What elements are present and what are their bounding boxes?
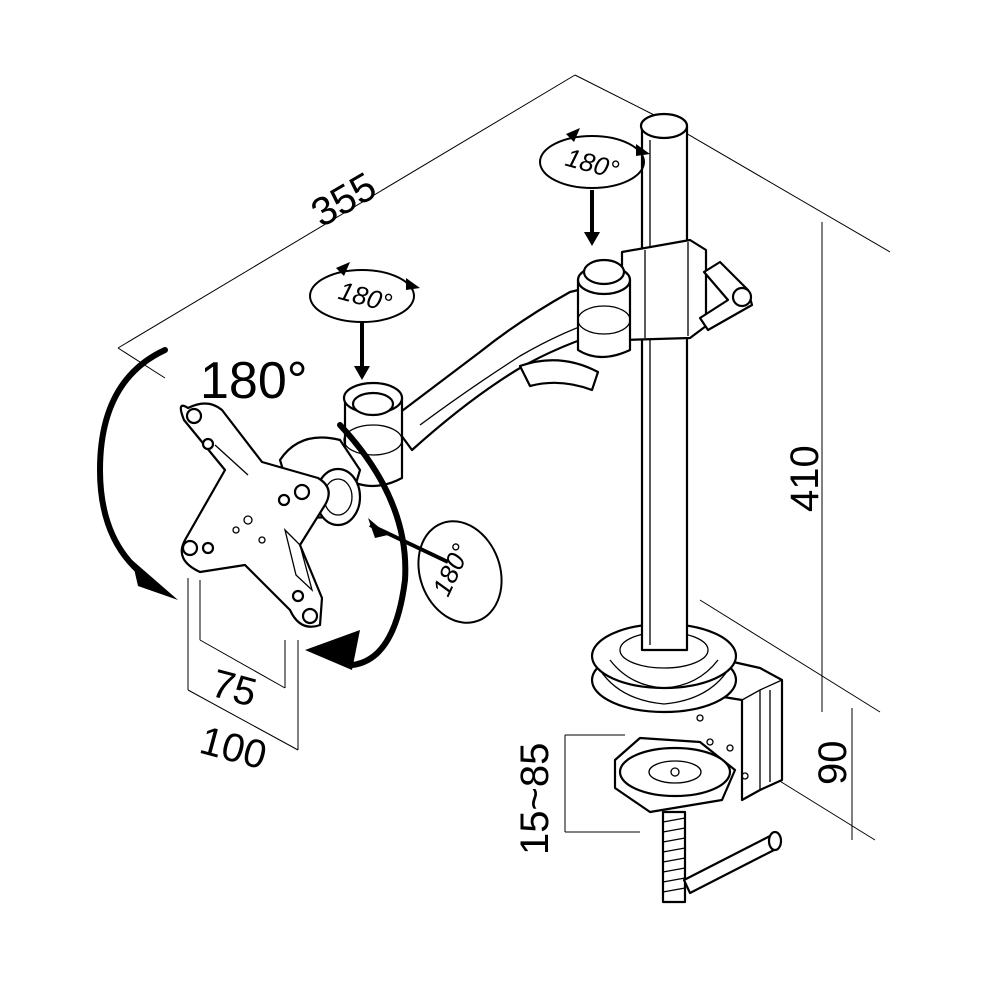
collar-lock-lever (698, 260, 754, 332)
shoulder-swivel-arrow (539, 128, 650, 246)
tilt-rotation-label: 180° (426, 539, 476, 600)
pole-base (590, 622, 738, 714)
pole-height-label: 410 (783, 445, 827, 512)
panel-rotation-arrow (96, 347, 409, 670)
clamp-handle (682, 830, 783, 895)
tilt-rotation-arrow (368, 518, 503, 624)
pole (639, 112, 689, 652)
desk-thickness-label: 15~85 (513, 743, 557, 855)
desk-clamp (590, 622, 784, 904)
elbow-swivel-arrow (309, 262, 420, 380)
arm-length-label: 355 (304, 164, 384, 235)
clamp-height-label: 90 (811, 741, 855, 786)
pole-collar (620, 238, 754, 342)
upper-arm (388, 258, 632, 452)
clamp-screw (661, 810, 687, 904)
shoulder-swivel-label: 180° (562, 142, 622, 185)
tilt-head (278, 381, 404, 527)
dimension-lines (117, 74, 891, 841)
vesa-large-label: 100 (195, 718, 271, 778)
vesa-plate (179, 402, 330, 628)
elbow-swivel-label: 180° (335, 275, 395, 318)
panel-rotation-label: 180° (200, 352, 308, 410)
